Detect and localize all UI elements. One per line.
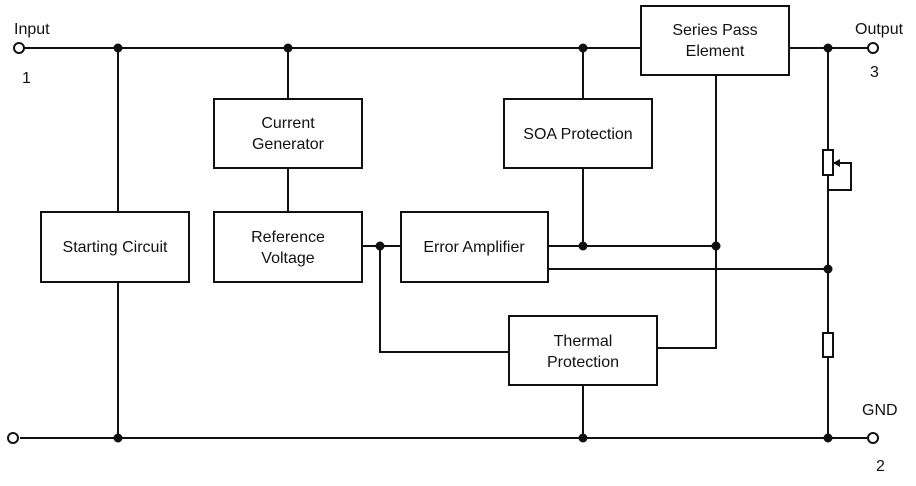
series-pass-label-line2: Element xyxy=(686,43,745,60)
junction-dot xyxy=(375,241,385,251)
junction-dot xyxy=(711,241,721,251)
thermal-protection-label-line1: Thermal xyxy=(554,333,613,350)
divider-resistor-icon xyxy=(822,332,834,358)
junction-dot xyxy=(823,43,833,53)
gnd-label: GND xyxy=(862,402,898,419)
error-amplifier-label: Error Amplifier xyxy=(423,239,525,256)
soa-protection-block xyxy=(503,98,653,169)
reference-voltage-label-line2: Voltage xyxy=(261,250,314,267)
junction-dot xyxy=(113,43,123,53)
reference-voltage-block xyxy=(213,211,363,283)
junction-dots xyxy=(113,43,833,443)
junction-dot xyxy=(823,433,833,443)
series-pass-label-line1: Series Pass xyxy=(672,22,757,39)
output-label: Output xyxy=(855,21,904,38)
current-generator-label-line1: Current xyxy=(261,115,315,132)
current-generator-block xyxy=(213,98,363,169)
junction-dot xyxy=(578,43,588,53)
input-terminal-icon xyxy=(13,42,25,54)
junction-dot xyxy=(823,264,833,274)
starting-circuit-label: Starting Circuit xyxy=(63,239,168,256)
output-terminal-icon xyxy=(867,42,879,54)
soa-protection-label: SOA Protection xyxy=(523,126,632,143)
junction-dot xyxy=(578,433,588,443)
thermal-protection-block xyxy=(508,315,658,386)
junction-dot xyxy=(283,43,293,53)
reference-to-thermal-wire xyxy=(379,246,509,353)
wires xyxy=(20,47,868,439)
junction-dot xyxy=(113,433,123,443)
gnd-terminal-icon xyxy=(867,432,879,444)
gnd-pin-number: 2 xyxy=(876,458,885,475)
trimmer-resistor-icon xyxy=(822,149,834,176)
starting-circuit-block xyxy=(40,211,190,283)
series-pass-element-block xyxy=(640,5,790,76)
trimmer-wiper-wire xyxy=(828,162,852,191)
trimmer-arrow-icon xyxy=(833,159,840,167)
output-pin-number: 3 xyxy=(870,64,879,81)
reference-voltage-label-line1: Reference xyxy=(251,229,325,246)
series-pass-control-wire xyxy=(657,75,717,349)
input-label: Input xyxy=(14,21,50,38)
thermal-protection-label-line2: Protection xyxy=(547,354,619,371)
error-amplifier-block xyxy=(400,211,549,283)
junction-dot xyxy=(578,241,588,251)
current-generator-label-line2: Generator xyxy=(252,136,325,153)
left-gnd-terminal-icon xyxy=(7,432,19,444)
input-pin-number: 1 xyxy=(22,70,31,87)
